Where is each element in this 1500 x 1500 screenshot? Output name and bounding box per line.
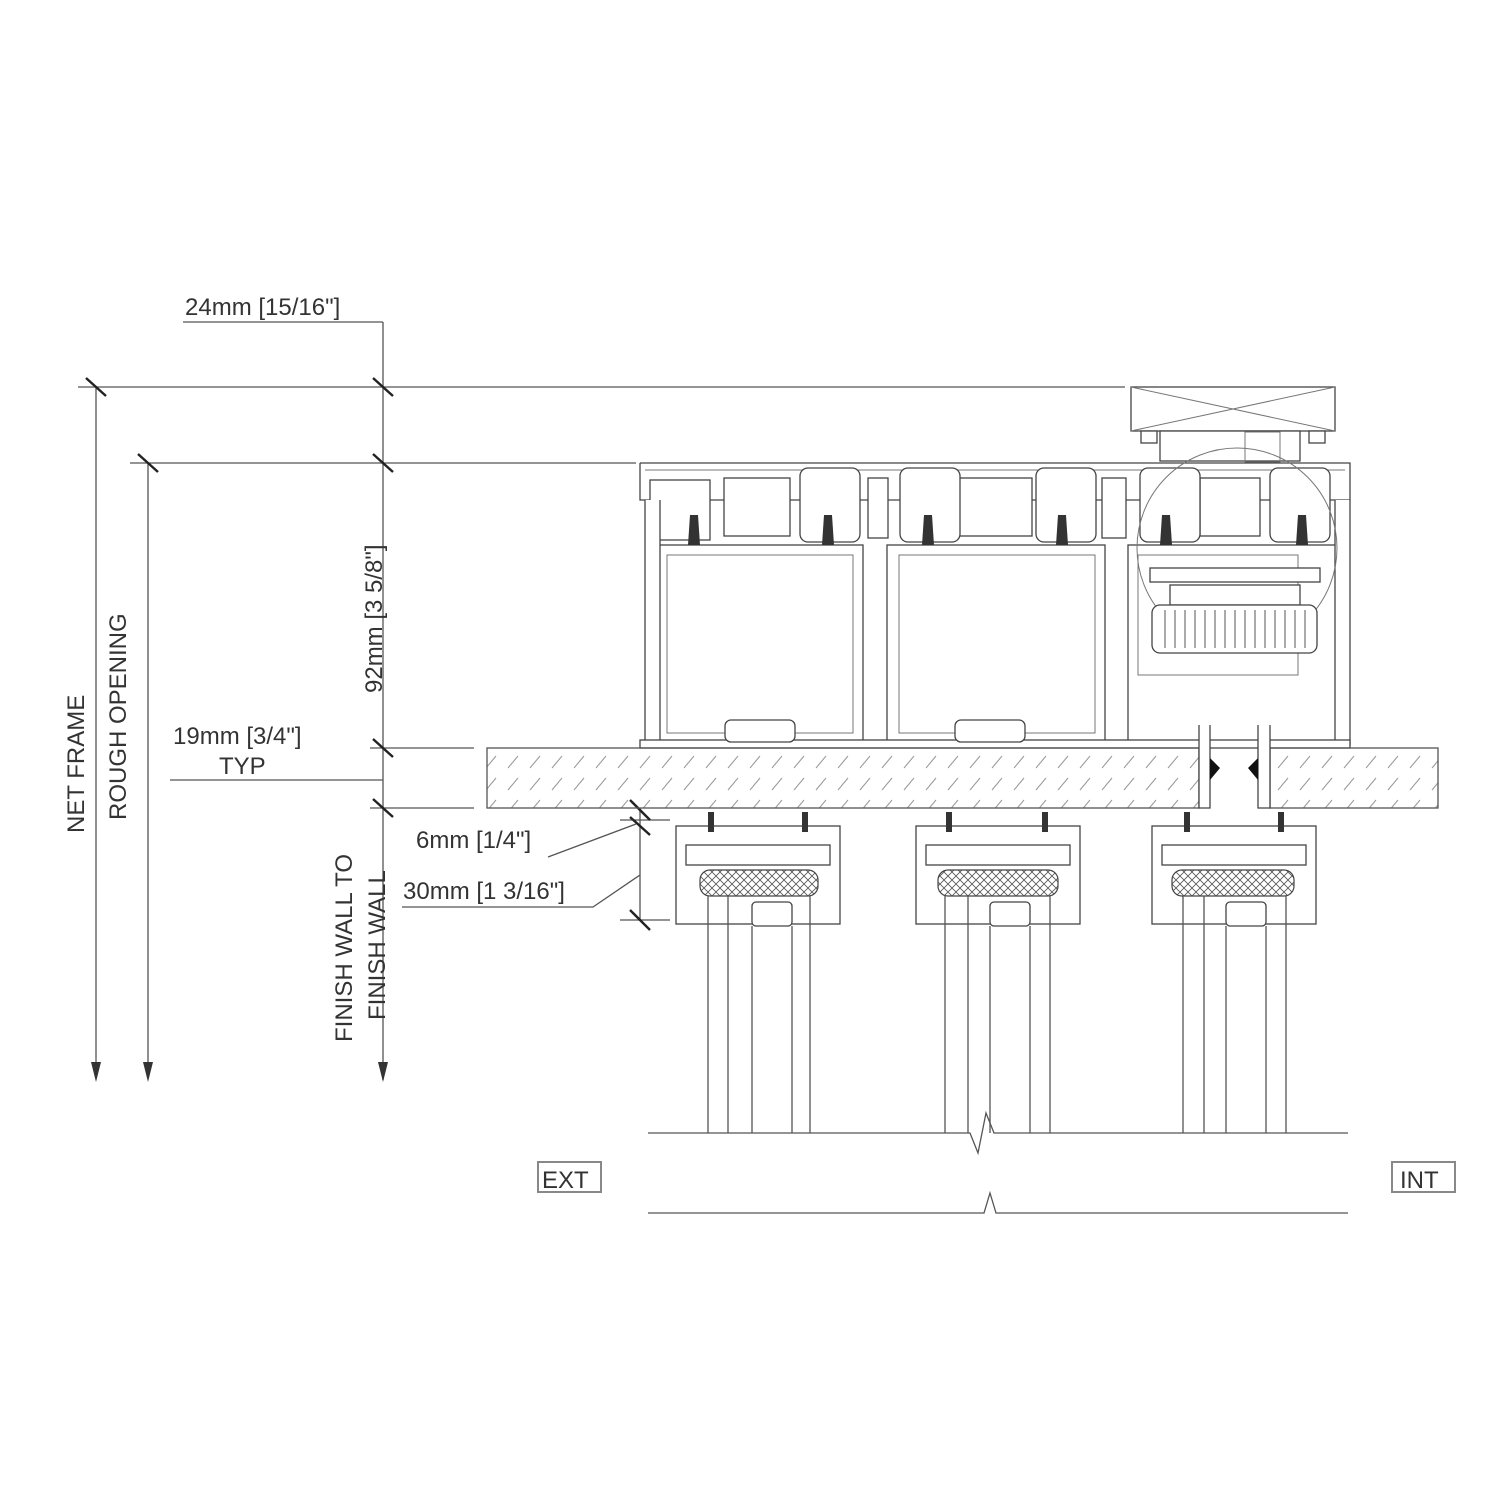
dim-sill-gap-typ: TYP (219, 753, 266, 780)
label-finish-wall-2: FINISH WALL (364, 870, 391, 1020)
dim-gap-large: 30mm [1 3/16"] (403, 878, 565, 905)
label-rough-opening: ROUGH OPENING (105, 613, 132, 820)
interior-tag: INT (1391, 1161, 1456, 1194)
sash-panels (675, 812, 1317, 1133)
exterior-tag: EXT (537, 1161, 602, 1194)
dim-frame-depth: 92mm [3 5/8"] (361, 544, 388, 693)
interior-label: INT (1400, 1167, 1439, 1194)
dimension-lines (78, 321, 1125, 1082)
dim-gap-small: 6mm [1/4"] (416, 827, 531, 854)
label-net-frame: NET FRAME (63, 695, 90, 833)
label-finish-wall-1: FINISH WALL TO (331, 854, 358, 1042)
operator-box (1130, 386, 1336, 463)
frame-profile (639, 447, 1351, 749)
dim-sill-gap: 19mm [3/4"] (173, 723, 302, 750)
exterior-label: EXT (542, 1167, 589, 1194)
dim-top-offset: 24mm [15/16"] (185, 294, 340, 321)
sill-slab (486, 725, 1439, 809)
break-lines (648, 1110, 1348, 1214)
